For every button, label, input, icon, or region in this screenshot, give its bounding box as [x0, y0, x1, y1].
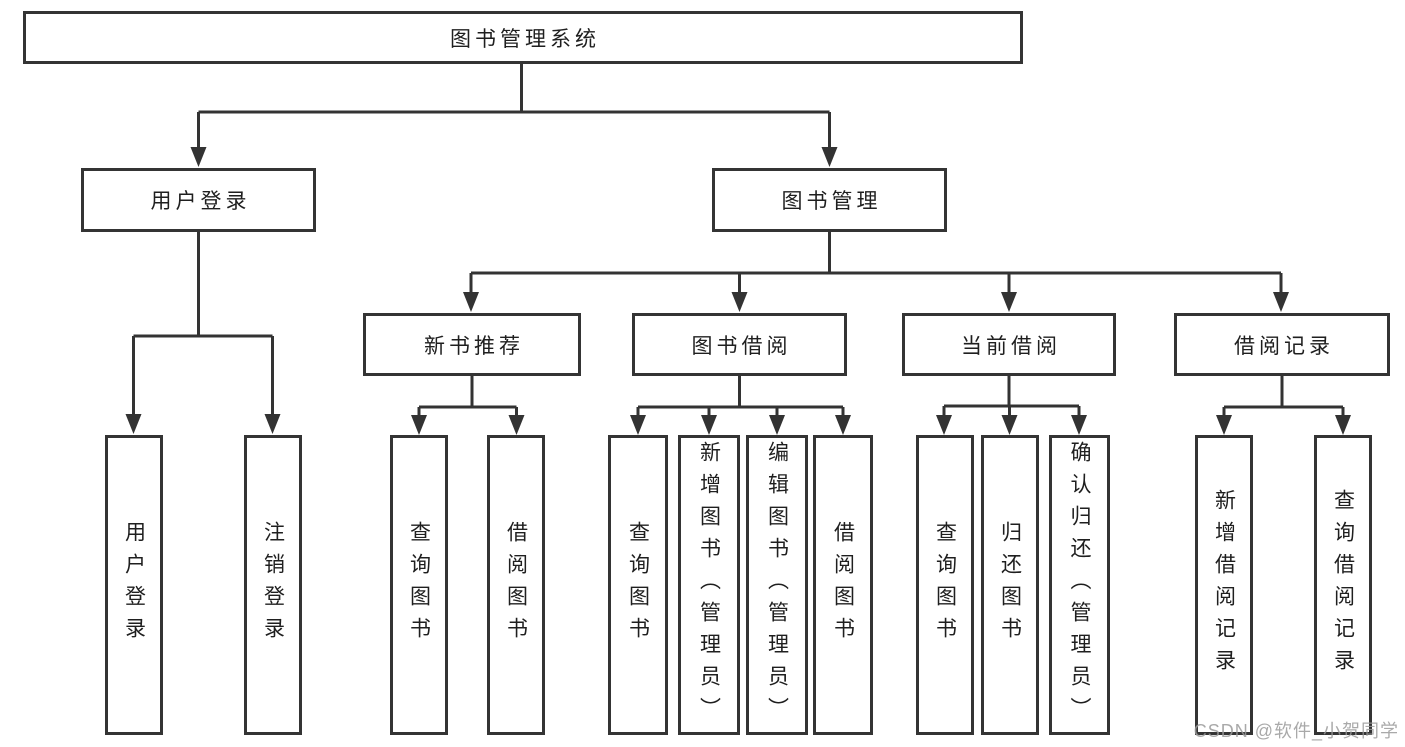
node-leaf-borrow-edit-books: 编辑图书（管理员） — [746, 435, 808, 735]
node-leaf-logout: 注销登录 — [244, 435, 302, 735]
connector-shafts — [132, 64, 1345, 419]
node-leaf-recommend-borrow-books: 借阅图书 — [487, 435, 545, 735]
node-book-management: 图书管理 — [712, 168, 947, 232]
node-leaf-recommend-query-books: 查询图书 — [390, 435, 448, 735]
node-leaf-borrow-query-books: 查询图书 — [608, 435, 668, 735]
node-leaf-current-query-books: 查询图书 — [916, 435, 974, 735]
node-leaf-records-add-record: 新增借阅记录 — [1195, 435, 1253, 735]
node-user-login: 用户登录 — [81, 168, 316, 232]
watermark: CSDN @软件_小贺同学 — [1193, 721, 1399, 741]
node-borrow-records: 借阅记录 — [1174, 313, 1390, 376]
node-leaf-records-query-record: 查询借阅记录 — [1314, 435, 1372, 735]
node-current-borrow: 当前借阅 — [902, 313, 1116, 376]
node-leaf-current-confirm-return: 确认归还（管理员） — [1049, 435, 1110, 735]
node-new-book-recommend: 新书推荐 — [363, 313, 581, 376]
node-leaf-current-return-books: 归还图书 — [981, 435, 1039, 735]
node-leaf-borrow-add-books: 新增图书（管理员） — [678, 435, 740, 735]
node-leaf-borrow-borrow-books: 借阅图书 — [813, 435, 873, 735]
node-root: 图书管理系统 — [23, 11, 1023, 64]
node-leaf-user-login: 用户登录 — [105, 435, 163, 735]
node-book-borrow: 图书借阅 — [632, 313, 847, 376]
